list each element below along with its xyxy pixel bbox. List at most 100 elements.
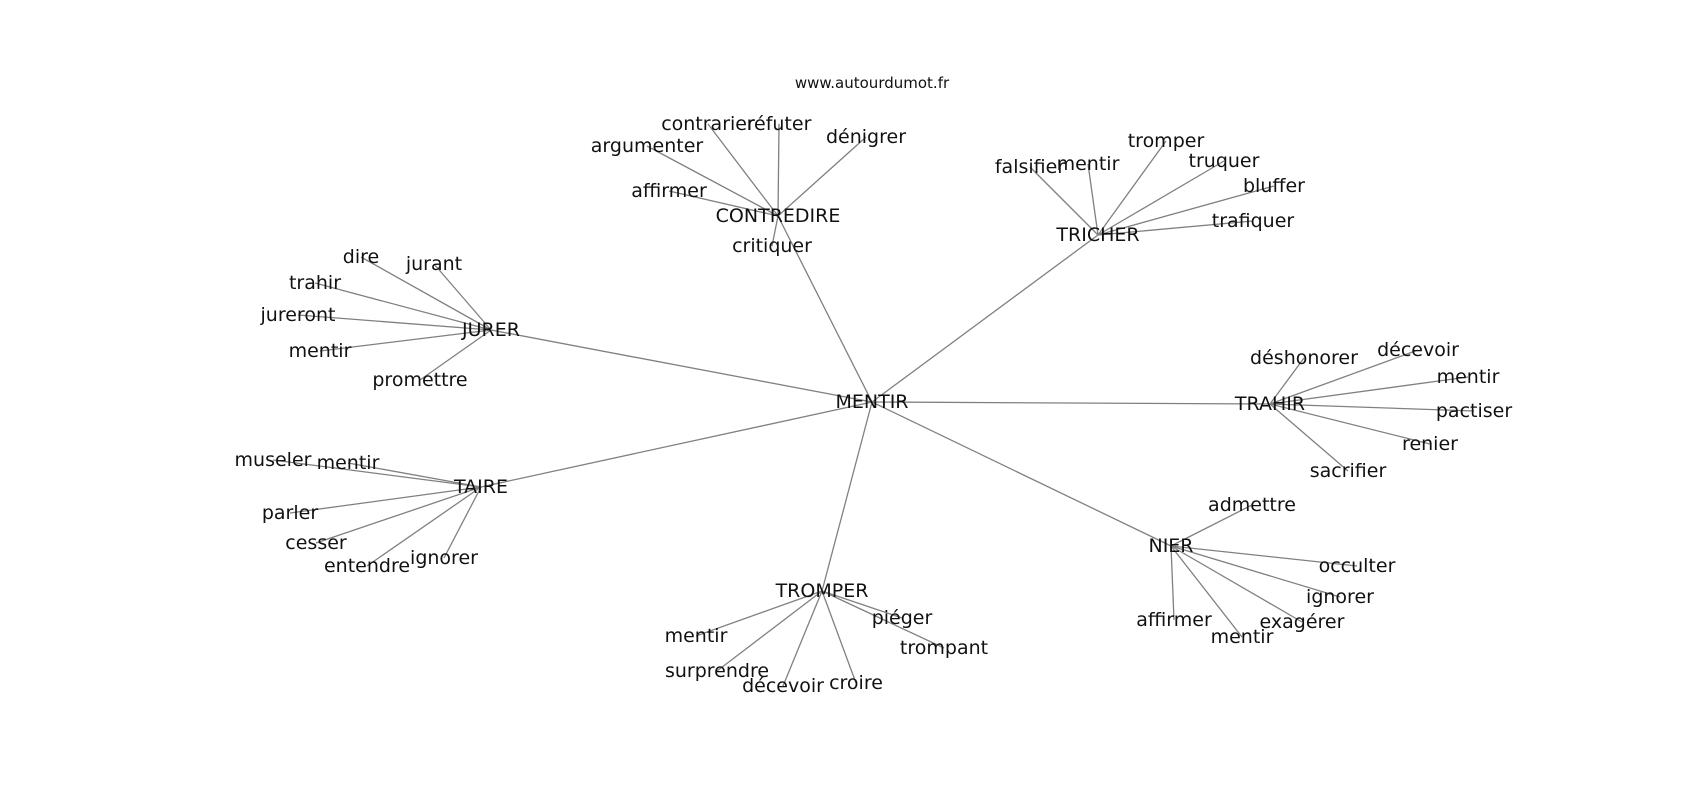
node-contredire-word: contrarier xyxy=(661,113,755,135)
node-jurer-word: jureront xyxy=(260,304,336,326)
edge-nier-4 xyxy=(1170,545,1243,638)
node-jurer-word: promettre xyxy=(372,369,467,391)
node-trahir-word: décevoir xyxy=(1377,339,1459,361)
node-taire-word: museler xyxy=(235,449,312,471)
edge-tromper-5 xyxy=(821,590,857,684)
node-contredire-word: argumenter xyxy=(591,135,704,157)
edge-taire-5 xyxy=(443,486,482,559)
edge-jurer-1 xyxy=(433,263,492,331)
node-trahir-word: sacrifier xyxy=(1310,460,1387,482)
edge-trahir-3 xyxy=(1269,403,1475,412)
edge-contredire-0 xyxy=(707,123,779,217)
edge-tricher-4 xyxy=(1097,185,1275,236)
node-tricher: TRICHER xyxy=(1055,224,1139,246)
node-nier-word: ignorer xyxy=(1306,586,1374,608)
edge-trahir-0 xyxy=(1269,357,1305,405)
edge-tricher-1 xyxy=(1087,163,1099,236)
node-taire-word: cesser xyxy=(285,532,347,554)
node-contredire-word: réfuter xyxy=(747,113,812,135)
node-taire-word: ignorer xyxy=(410,547,478,569)
edge-jurer-4 xyxy=(319,329,492,352)
node-contredire-word: dénigrer xyxy=(826,126,906,148)
edge-jurer-2 xyxy=(314,282,492,331)
edge-trahir-5 xyxy=(1269,403,1349,472)
node-nier-word: admettre xyxy=(1208,494,1296,516)
node-trahir-word: déshonorer xyxy=(1250,347,1358,369)
node-nier-word: mentir xyxy=(1211,626,1274,648)
node-taire-word: mentir xyxy=(317,452,380,474)
edge-taire-1 xyxy=(347,462,482,488)
edge-tricher-0 xyxy=(1029,166,1099,236)
edge-tromper-4 xyxy=(782,590,823,687)
node-jurer-word: mentir xyxy=(289,340,352,362)
node-jurer-word: dire xyxy=(343,246,379,268)
node-tromper-word: piéger xyxy=(872,607,933,629)
node-tricher-word: trafiquer xyxy=(1212,210,1295,232)
edge-tricher-2 xyxy=(1097,140,1167,236)
edge-tricher-3 xyxy=(1097,160,1225,236)
node-tromper-word: surprendre xyxy=(665,660,769,682)
node-nier-word: affirmer xyxy=(1136,609,1212,631)
edge-contredire-4 xyxy=(668,190,779,217)
edge-contredire-5 xyxy=(771,215,779,247)
edge-mentir-taire xyxy=(480,401,873,488)
graph-edges xyxy=(272,123,1475,687)
edge-tricher-5 xyxy=(1097,220,1254,236)
node-jurer-word: trahir xyxy=(289,272,341,294)
edge-jurer-5 xyxy=(419,329,492,381)
edge-tromper-2 xyxy=(695,590,823,637)
node-trahir: TRAHIR xyxy=(1234,393,1305,415)
node-tricher-word: tromper xyxy=(1128,130,1205,152)
edge-jurer-3 xyxy=(297,314,492,331)
edge-contredire-2 xyxy=(777,136,867,217)
edge-contredire-1 xyxy=(777,123,780,217)
source-label: www.autourdumot.fr xyxy=(795,74,950,92)
node-contredire-word: affirmer xyxy=(631,180,707,202)
edge-nier-5 xyxy=(1170,545,1175,621)
node-nier: NIER xyxy=(1148,535,1193,557)
node-jurer-word: jurant xyxy=(405,253,462,275)
edge-jurer-0 xyxy=(360,256,492,331)
node-taire-word: parler xyxy=(262,502,318,524)
edge-mentir-jurer xyxy=(490,329,873,403)
edge-taire-2 xyxy=(289,486,482,514)
node-trahir-word: pactiser xyxy=(1436,400,1512,422)
edge-mentir-trahir xyxy=(871,401,1271,405)
edge-taire-4 xyxy=(366,486,482,567)
edge-trahir-1 xyxy=(1269,349,1419,405)
node-tromper-word: décevoir xyxy=(742,675,824,697)
node-trahir-word: mentir xyxy=(1437,366,1500,388)
node-nier-word: exagérer xyxy=(1260,611,1345,633)
node-tricher-word: falsifier xyxy=(995,156,1065,178)
edge-taire-0 xyxy=(272,459,482,488)
node-contredire: CONTREDIRE xyxy=(716,205,841,227)
edge-nier-0 xyxy=(1170,504,1253,547)
edge-mentir-tromper xyxy=(821,401,873,592)
node-tricher-word: truquer xyxy=(1189,150,1260,172)
node-tricher-word: bluffer xyxy=(1243,175,1305,197)
edge-mentir-contredire xyxy=(777,215,873,403)
node-tromper-word: trompant xyxy=(900,637,988,659)
node-contredire-word: critiquer xyxy=(732,235,812,257)
node-taire: TAIRE xyxy=(453,476,508,498)
node-trahir-word: renier xyxy=(1402,433,1458,455)
edge-mentir-nier xyxy=(871,401,1172,547)
edge-tromper-0 xyxy=(821,590,903,619)
node-taire-word: entendre xyxy=(324,555,410,577)
edge-trahir-4 xyxy=(1269,403,1431,445)
edge-trahir-2 xyxy=(1269,376,1469,405)
edge-tromper-3 xyxy=(716,590,823,672)
graph-nodes: MENTIRCONTREDIREcontrarierréfuterdénigre… xyxy=(235,113,1513,697)
edge-contredire-3 xyxy=(646,145,779,217)
node-nier-word: occulter xyxy=(1319,555,1396,577)
node-tromper: TROMPER xyxy=(775,580,869,602)
edge-nier-2 xyxy=(1170,545,1341,598)
node-jurer: JURER xyxy=(461,319,520,341)
edge-nier-1 xyxy=(1170,545,1358,567)
edge-nier-3 xyxy=(1170,545,1303,623)
edge-taire-3 xyxy=(315,486,482,544)
edge-tromper-1 xyxy=(821,590,945,649)
edge-mentir-tricher xyxy=(871,234,1099,403)
node-tromper-word: croire xyxy=(829,672,883,694)
